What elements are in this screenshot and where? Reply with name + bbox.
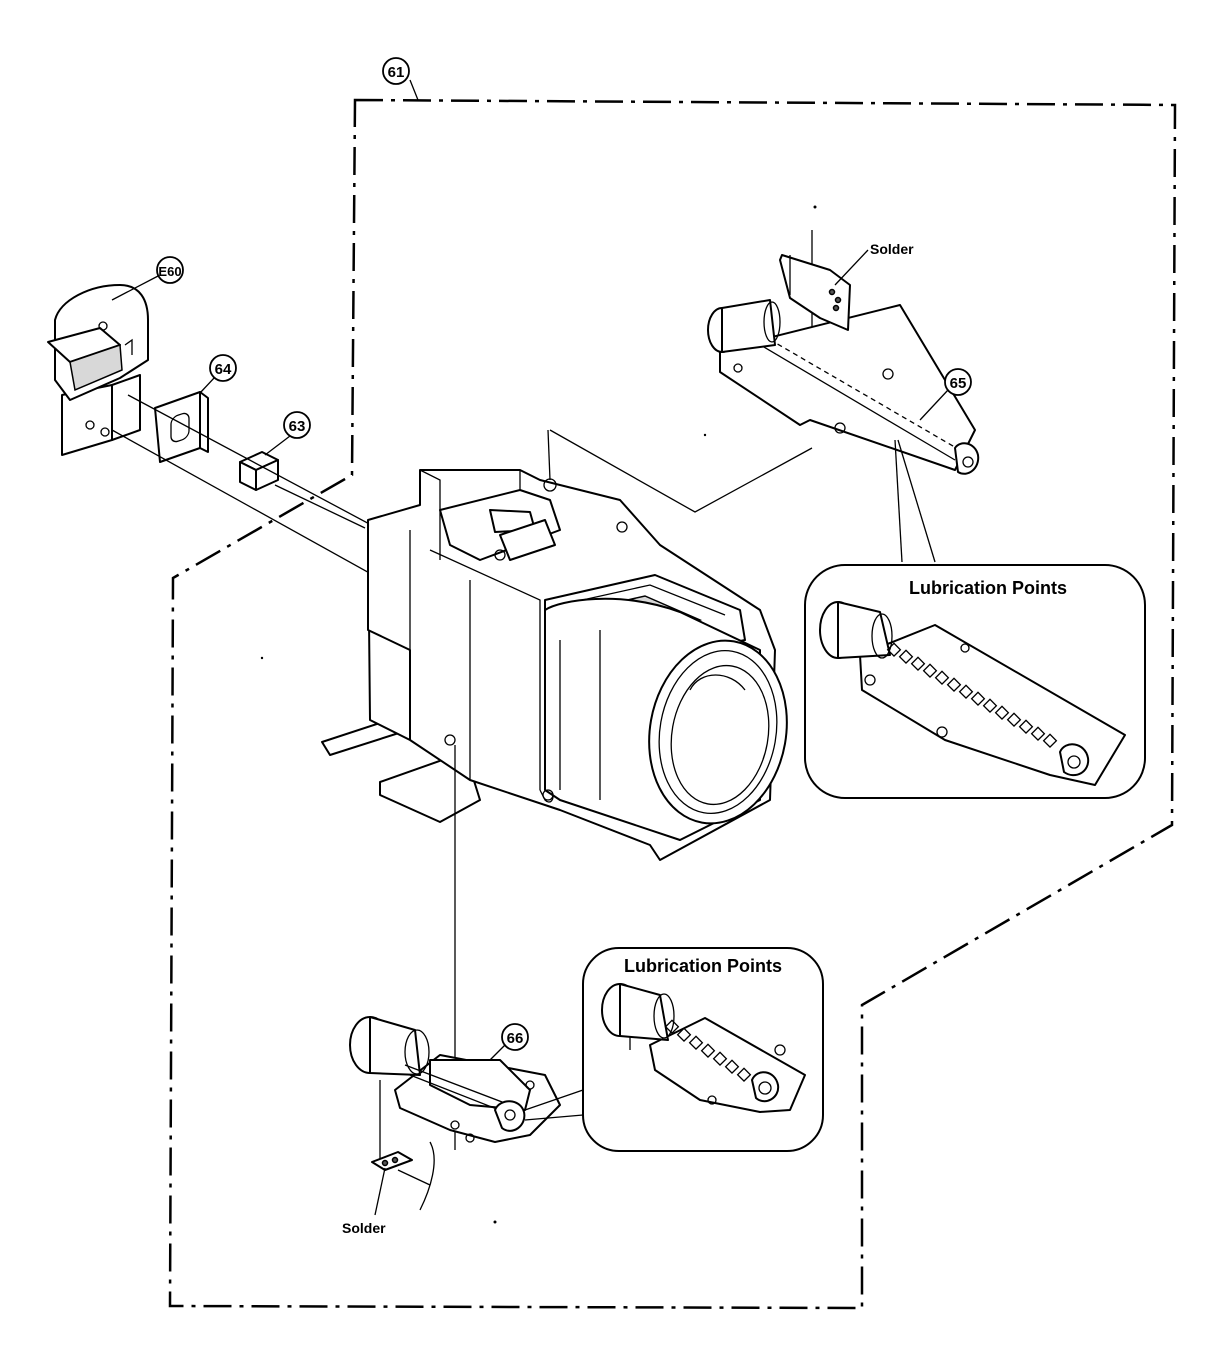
callout-65: 65 bbox=[944, 368, 972, 396]
lube-leader-lower-2 bbox=[524, 1114, 584, 1121]
part-63-block bbox=[239, 451, 279, 491]
scan-speck bbox=[493, 1220, 497, 1224]
leader-64 bbox=[199, 376, 216, 394]
axis-line-top-2 bbox=[549, 429, 813, 513]
svg-text:Lubrication Points: Lubrication Points bbox=[909, 578, 1067, 598]
leader-66 bbox=[489, 1044, 506, 1061]
lubrication-box-lower: Lubrication Points bbox=[582, 947, 824, 1152]
leader-solder-top bbox=[834, 249, 869, 286]
leader-61 bbox=[409, 79, 419, 101]
svg-text:61: 61 bbox=[388, 64, 405, 81]
lubrication-marks-lower bbox=[664, 1019, 752, 1082]
solder-label-top: Solder bbox=[870, 241, 914, 257]
svg-text:65: 65 bbox=[950, 375, 967, 392]
lube-leader-upper-1 bbox=[894, 439, 903, 563]
lube-leader-lower-1 bbox=[524, 1089, 584, 1111]
lubrication-marks-upper bbox=[886, 642, 1058, 748]
axis-line-1 bbox=[111, 429, 401, 591]
svg-text:66: 66 bbox=[507, 1030, 524, 1047]
svg-text:Lubrication Points: Lubrication Points bbox=[624, 956, 782, 976]
leader-solder-bottom bbox=[374, 1167, 386, 1216]
callout-61: 61 bbox=[382, 57, 410, 85]
solder-label-bottom: Solder bbox=[342, 1220, 386, 1236]
svg-text:64: 64 bbox=[215, 361, 232, 378]
svg-text:63: 63 bbox=[289, 418, 306, 435]
leader-e60 bbox=[111, 274, 161, 301]
part-65-motor-assembly bbox=[707, 254, 980, 475]
camera-lens-block bbox=[321, 469, 788, 861]
axis-line-2 bbox=[127, 394, 391, 536]
assembly-boundary-61 bbox=[168, 98, 1177, 1310]
callout-64: 64 bbox=[209, 354, 237, 382]
callout-e60: E60 bbox=[156, 256, 184, 284]
leader-63 bbox=[264, 435, 291, 456]
part-66-motor-assembly bbox=[349, 1016, 561, 1211]
part-e60-bracket bbox=[47, 284, 149, 456]
callout-66: 66 bbox=[501, 1023, 529, 1051]
scan-speck bbox=[260, 656, 264, 660]
lubrication-box-upper: Lubrication Points bbox=[804, 564, 1146, 799]
lube-leader-upper-2 bbox=[897, 439, 936, 563]
part-64-gasket bbox=[154, 391, 209, 463]
axis-line-top bbox=[547, 429, 551, 481]
scan-speck bbox=[703, 433, 707, 437]
callout-63: 63 bbox=[283, 411, 311, 439]
svg-text:E60: E60 bbox=[158, 264, 181, 279]
axis-line-3 bbox=[274, 484, 366, 529]
leader-65 bbox=[919, 389, 949, 421]
scan-speck bbox=[813, 205, 817, 209]
